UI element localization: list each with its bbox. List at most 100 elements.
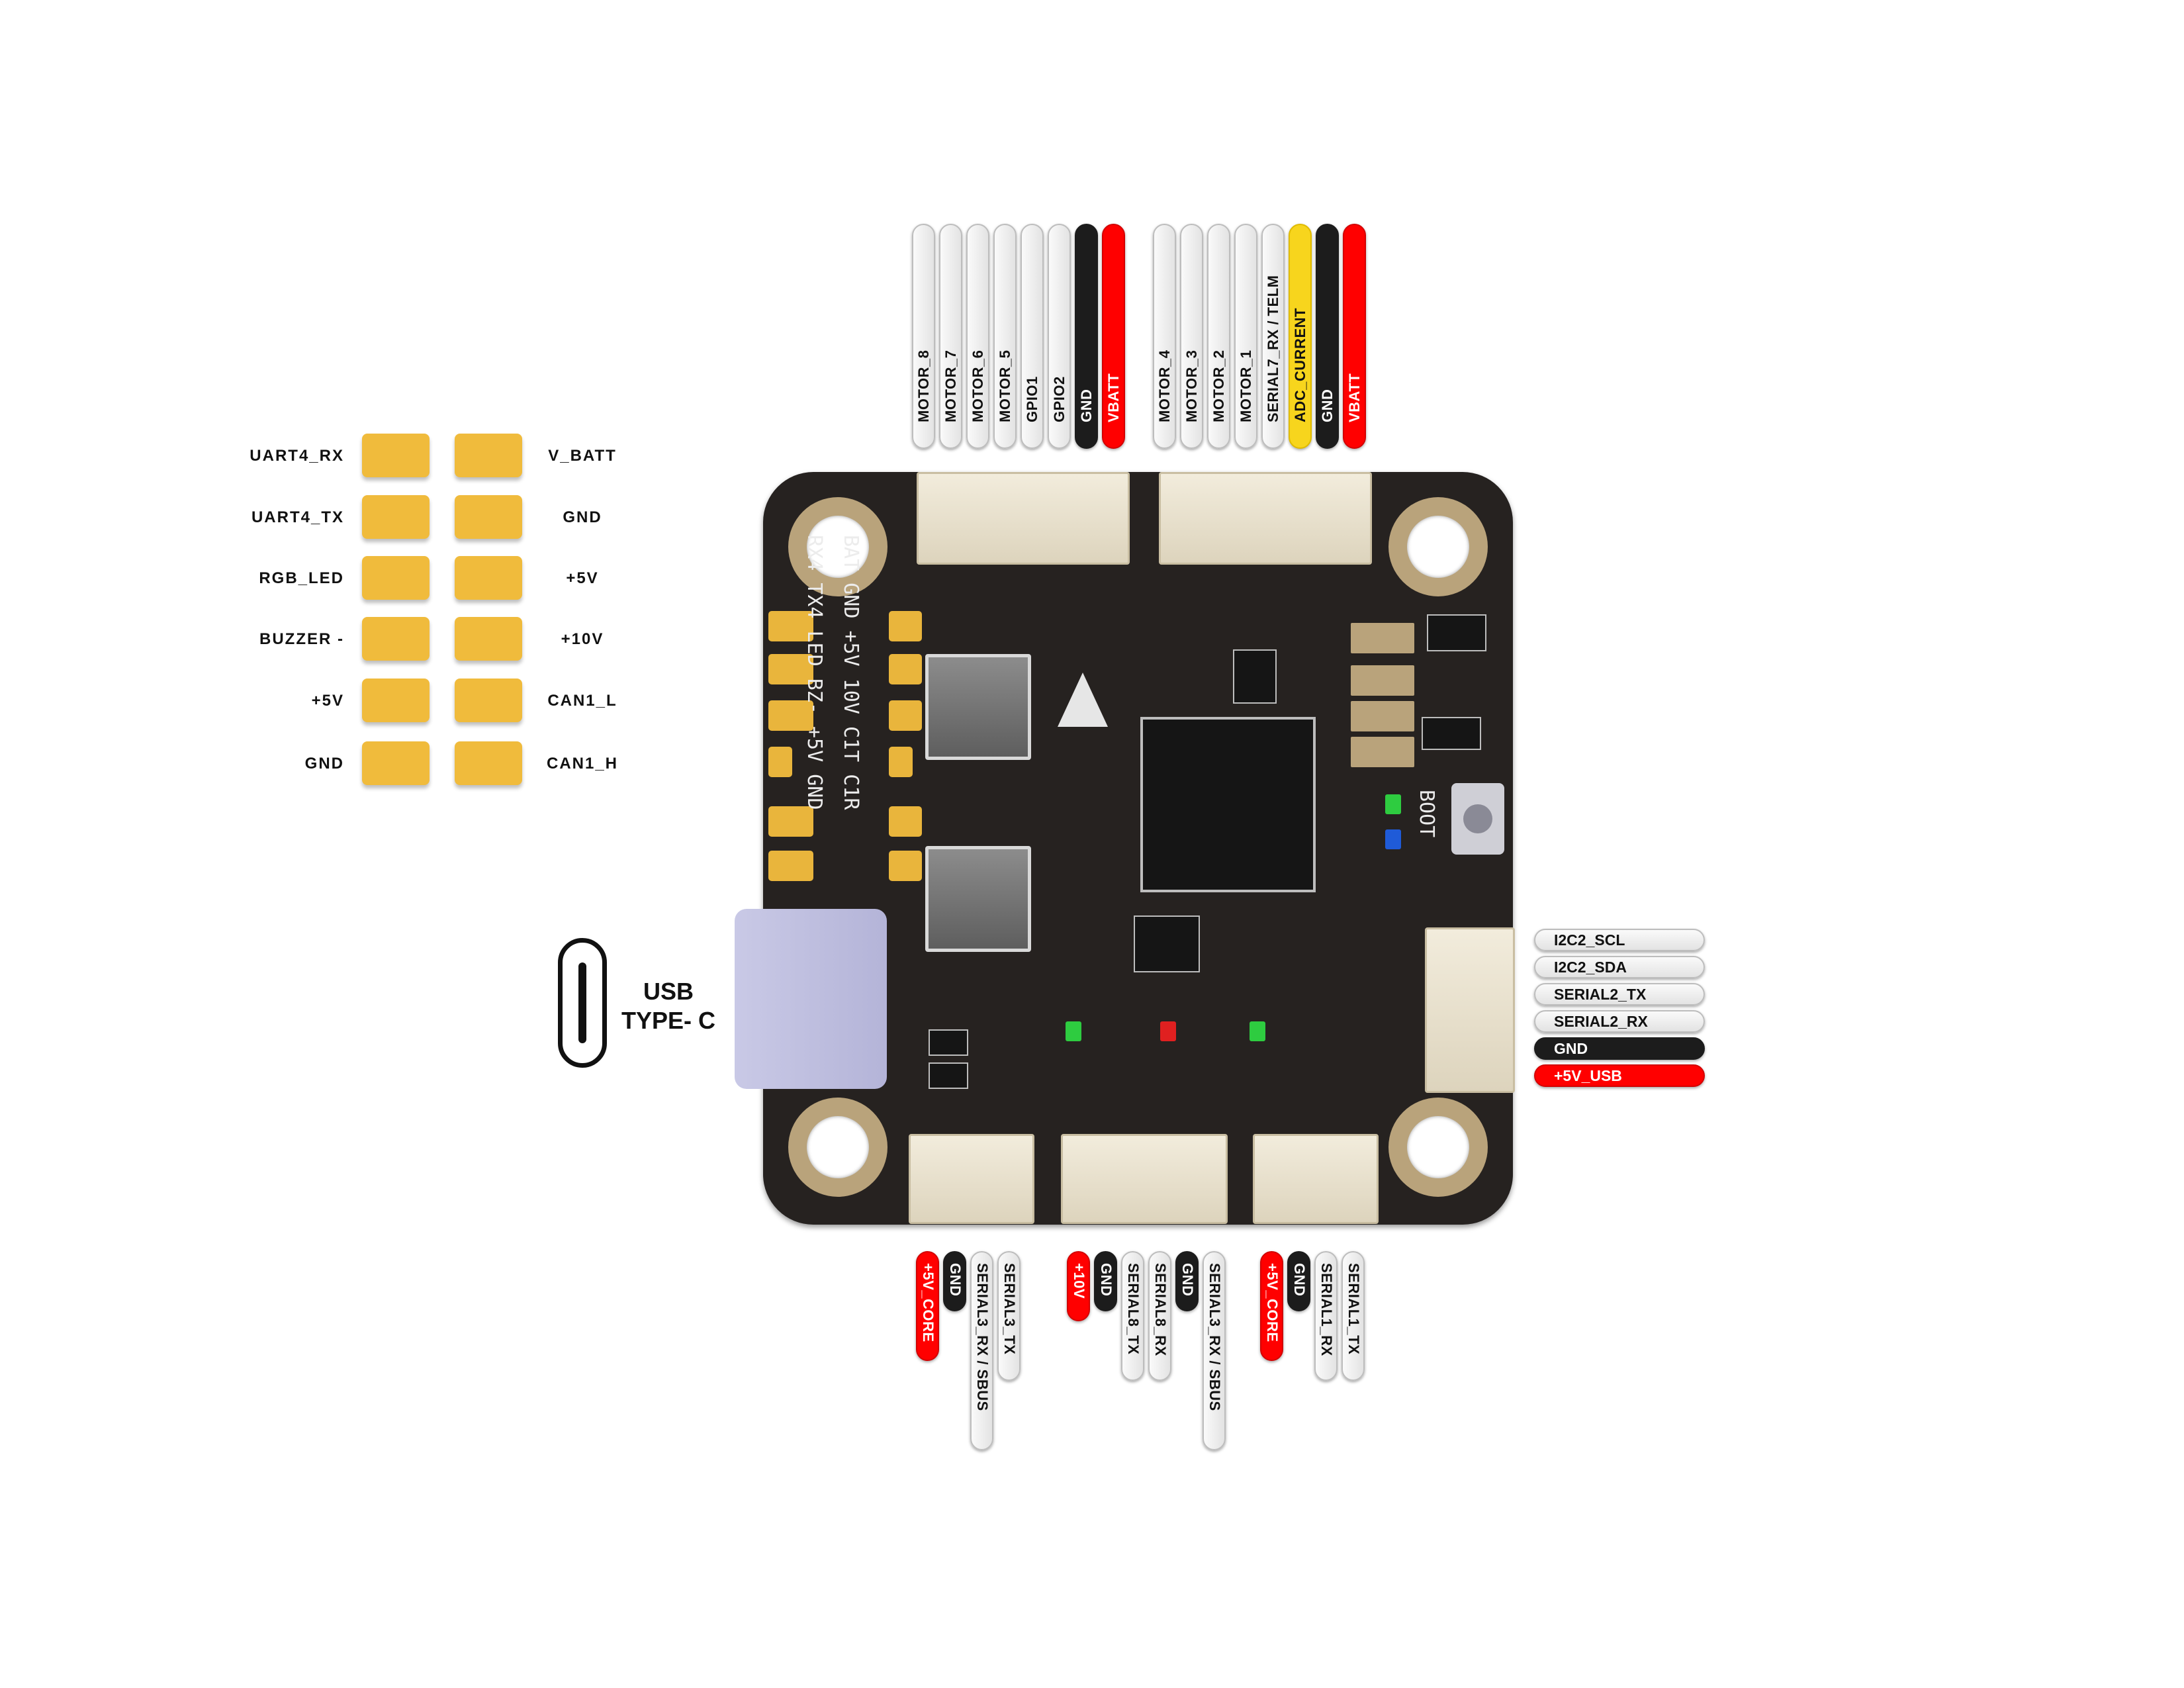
pin-label: GND: [943, 1251, 966, 1311]
led-green: [1385, 794, 1401, 814]
pin-label: SERIAL7_RX / TELM: [1261, 224, 1285, 449]
pin-label-text: MOTOR_6: [969, 350, 986, 422]
pin-label: MOTOR_6: [966, 224, 989, 449]
diode: [1427, 614, 1486, 651]
legend-pad: [455, 741, 522, 785]
pin-label: SERIAL2_RX: [1534, 1010, 1705, 1033]
pin-label-text: +10V: [1070, 1263, 1087, 1299]
boot-button[interactable]: [1451, 783, 1504, 855]
board-pad: [889, 851, 922, 881]
legend-pad: [362, 495, 430, 539]
board-pad: [768, 700, 813, 731]
pin-label: I2C2_SCL: [1534, 929, 1705, 951]
board-pad: [889, 654, 922, 684]
pin-label-text: GND: [1097, 1263, 1115, 1297]
pin-label: +5V_CORE: [916, 1251, 939, 1361]
led-green: [1250, 1021, 1265, 1041]
pin-label: SERIAL3_RX / SBUS: [970, 1251, 993, 1450]
pin-label-text: VBATT: [1105, 373, 1122, 422]
pin-label: MOTOR_2: [1207, 224, 1230, 449]
power-pad: [1351, 665, 1414, 696]
pin-label: SERIAL1_TX: [1342, 1251, 1365, 1381]
top-left-connector: [917, 472, 1130, 565]
pad-legend-label-right: CAN1_L: [547, 692, 617, 710]
usb-c-port[interactable]: [735, 909, 887, 1089]
pin-label: VBATT: [1102, 224, 1125, 449]
pin-label: MOTOR_1: [1234, 224, 1257, 449]
pin-label: SERIAL1_RX: [1314, 1251, 1338, 1381]
power-pad: [1351, 701, 1414, 731]
silkscreen-right-column: BAT GND +5V 10V C1T C1R: [839, 535, 862, 810]
pad-legend-label-left: +5V: [311, 692, 344, 710]
pad-legend-label-right: GND: [563, 508, 602, 526]
pad-legend-label-right: +10V: [561, 630, 604, 648]
pad-legend-label-right: +5V: [566, 569, 599, 587]
mounting-hole-top-right: [1388, 497, 1488, 596]
usb-diode: [929, 1062, 968, 1089]
mounting-hole-top-left: [788, 497, 887, 596]
sensor-chip: [1233, 649, 1277, 704]
pin-label-text: GND: [1179, 1263, 1196, 1297]
legend-pad: [455, 617, 522, 661]
pin-label: MOTOR_5: [993, 224, 1017, 449]
legend-pad: [362, 434, 430, 477]
pin-label-text: GND: [946, 1263, 964, 1297]
board-pad: [889, 611, 922, 641]
bottom-mid-pin-group: +10V GND SERIAL8_TX SERIAL8_RX GND SERIAL3_RX…: [1067, 1251, 1226, 1450]
board-pad: [768, 851, 813, 881]
board-pad: [889, 747, 913, 777]
pad-legend-label-left: GND: [304, 755, 344, 773]
pin-label: SERIAL2_TX: [1534, 983, 1705, 1006]
usb-c-icon: [558, 938, 607, 1068]
pin-label: VBATT: [1343, 224, 1366, 449]
pin-label-text: +5V_CORE: [919, 1263, 936, 1342]
pad-legend-label-right: CAN1_H: [546, 755, 619, 773]
power-pad: [1351, 623, 1414, 653]
pin-label: MOTOR_8: [912, 224, 935, 449]
pin-label-text: GND: [1077, 389, 1095, 422]
pin-label-text: GND: [1291, 1263, 1308, 1297]
legend-pad: [455, 556, 522, 600]
pin-label-text: GND: [1318, 389, 1336, 422]
pin-label: ADC_CURRENT: [1289, 224, 1312, 449]
pin-label: SERIAL8_TX: [1121, 1251, 1144, 1381]
pin-label-text: MOTOR_2: [1210, 350, 1227, 422]
led-blue: [1385, 829, 1401, 849]
right-connector: [1425, 927, 1515, 1093]
bottom-mid-connector: [1061, 1134, 1228, 1224]
pin-label-text: SERIAL1_RX: [1318, 1263, 1335, 1356]
pin-label-text: MOTOR_4: [1156, 350, 1173, 422]
pin-label-text: GPIO1: [1023, 376, 1040, 422]
pin-label-text: MOTOR_7: [942, 350, 959, 422]
pin-label: GND: [1075, 224, 1098, 449]
pad-legend-label-left: RGB_LED: [259, 569, 344, 587]
silkscreen-left-column: RX4 TX4 LED BZ- +5V GND: [803, 535, 826, 810]
pin-label-text: SERIAL3_RX / SBUS: [974, 1263, 991, 1411]
pin-label: GPIO1: [1021, 224, 1044, 449]
mounting-hole-bottom-right: [1388, 1098, 1488, 1197]
pin-label-text: MOTOR_5: [996, 350, 1013, 422]
board-pad: [889, 806, 922, 837]
pin-label: GPIO2: [1048, 224, 1071, 449]
top-right-connector: [1159, 472, 1372, 565]
pin-label-text: SERIAL8_RX: [1152, 1263, 1169, 1356]
mcu-chip: [1140, 717, 1316, 892]
usb-diode: [929, 1029, 968, 1056]
pin-label: GND: [1175, 1251, 1199, 1311]
pin-label-text: MOTOR_8: [915, 350, 932, 422]
pad-legend-label-left: UART4_TX: [251, 508, 344, 526]
pin-label-text: ADC_CURRENT: [1291, 308, 1308, 422]
pin-label: +5V_CORE: [1260, 1251, 1283, 1361]
pin-label: SERIAL3_RX / SBUS: [1203, 1251, 1226, 1450]
pad-legend-label-right: V_BATT: [548, 447, 617, 465]
led-red: [1160, 1021, 1176, 1041]
usb-label: USB TYPE- C: [615, 977, 721, 1035]
board-pad: [768, 611, 813, 641]
board-pad: [889, 700, 922, 731]
imu-chip: [1134, 915, 1200, 972]
pin-label-text: MOTOR_3: [1183, 350, 1200, 422]
legend-pad: [362, 617, 430, 661]
